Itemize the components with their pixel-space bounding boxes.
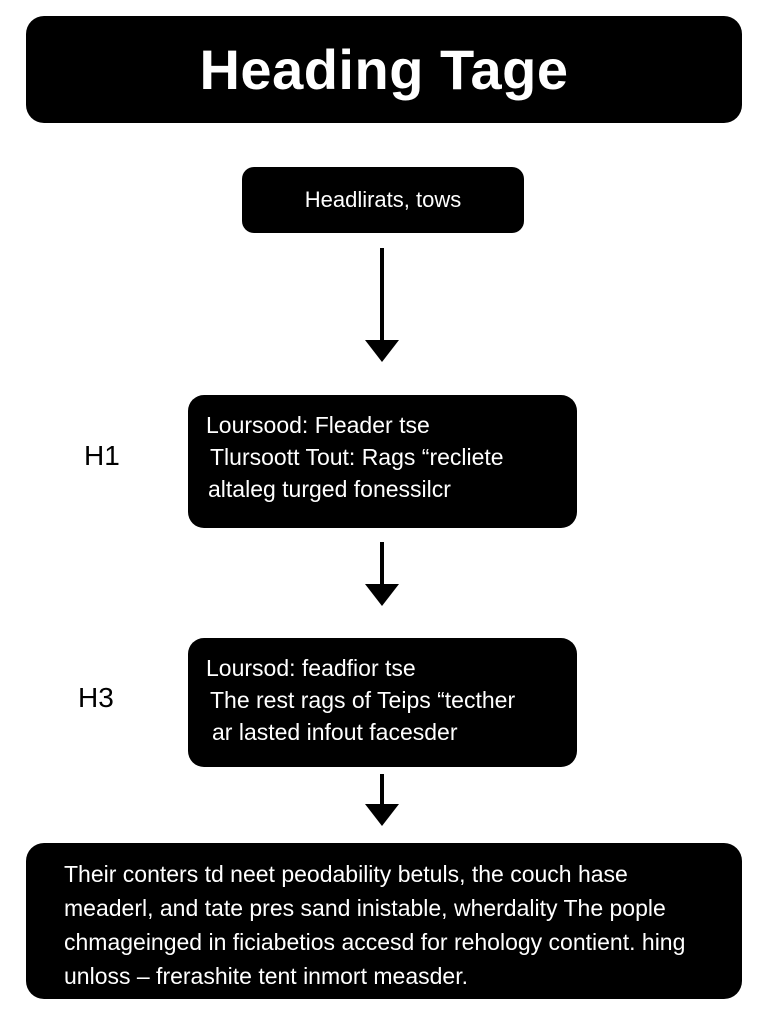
top-node: Headlirats, tows (242, 167, 524, 233)
description-line: meaderl, and tate pres sand inistable, w… (64, 895, 666, 921)
h1-node-line: altaleg turged fonessilcr (208, 476, 451, 502)
down-arrow-icon (362, 248, 402, 362)
title-box: Heading Tage (26, 16, 742, 123)
h3-node-line: ar lasted infout facesder (212, 719, 458, 745)
top-node-label: Headlirats, tows (304, 187, 462, 212)
h1-label: H1 (84, 440, 120, 471)
description-line: chmageinged in ficiabetios accesd for re… (64, 929, 686, 955)
h1-node-line: Tlursoott Tout: Rags “recliete (210, 444, 504, 470)
down-arrow-icon (362, 774, 402, 826)
down-arrow-icon (362, 542, 402, 606)
description-line: unloss – frerashite tent inmort measder. (64, 963, 468, 989)
h3-node: Loursod: feadfior tse The rest rags of T… (188, 638, 577, 767)
h1-node: Loursood: Fleader tse Tlursoott Tout: Ra… (188, 395, 577, 528)
h1-node-line: Loursood: Fleader tse (206, 412, 430, 438)
diagram-title: Heading Tage (199, 38, 569, 101)
h3-node-line: Loursod: feadfior tse (206, 655, 416, 681)
bottom-description-box: Their conters td neet peodability betuls… (26, 843, 742, 999)
h3-node-line: The rest rags of Teips “tecther (210, 687, 516, 713)
description-line: Their conters td neet peodability betuls… (64, 861, 628, 887)
h3-label: H3 (78, 682, 114, 713)
